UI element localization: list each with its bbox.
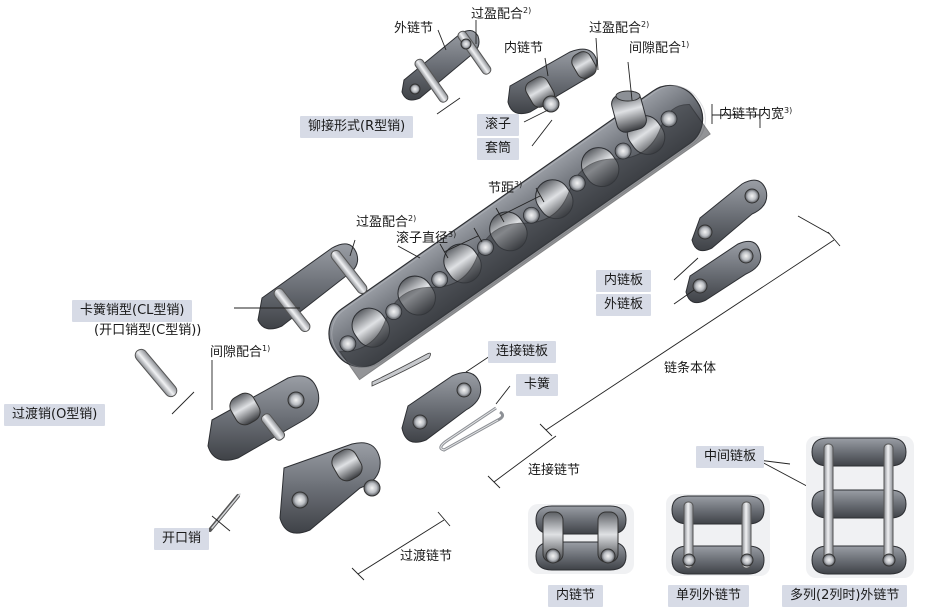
label-clearance-fit-top: 间隙配合1): [629, 40, 690, 57]
offset-link-lower: [279, 442, 381, 534]
label-offset-link: 过渡链节: [400, 549, 453, 564]
separate-plates: [685, 179, 768, 304]
sample-multi-outer-link: [806, 436, 914, 578]
label-interference-fit-top: 过盈配合2): [471, 6, 532, 23]
label-outer-plate: 外链板: [596, 294, 652, 316]
chain-body: [328, 84, 711, 387]
label-connecting-plate: 连接链板: [488, 341, 557, 363]
offset-link-part: [207, 375, 320, 461]
label-inner-plate: 内链板: [596, 270, 652, 292]
label-bushing: 套筒: [477, 138, 520, 160]
outer-link-rivet: [401, 30, 492, 103]
label-roller: 滚子: [477, 114, 520, 136]
spring-clip-part: [439, 406, 505, 452]
label-single-outer-link: 单列外链节: [668, 585, 750, 607]
label-clearance-fit-left: 间隙配合1): [210, 344, 271, 361]
dimension-lines: [351, 104, 841, 581]
cotter-pin: [208, 493, 241, 532]
label-cotter-pin: 开口销: [154, 528, 210, 550]
offset-pin: [134, 348, 178, 398]
inner-link-part: [507, 48, 598, 115]
label-inner-link: 内链节: [504, 41, 544, 56]
label-outer-link: 外链节: [394, 21, 434, 36]
label-pitch: 节距3): [488, 180, 523, 197]
label-offset-pin: 过渡销(O型销): [4, 404, 106, 426]
roller-bushing-part: [611, 90, 647, 133]
label-spring-pin: 卡簧销型(CL型销): [72, 300, 193, 322]
leader-lines: [171, 20, 819, 532]
label-connecting-link: 连接链节: [528, 463, 581, 478]
label-cotter-pin-type: (开口销型(C型销)): [94, 323, 202, 338]
label-chain-body: 链条本体: [664, 361, 717, 376]
label-middle-plate: 中间链板: [696, 446, 765, 468]
label-inner-width: 内链节内宽3): [719, 106, 793, 123]
label-multi-outer-link: 多列(2列时)外链节: [782, 585, 908, 607]
label-interference-fit-inner: 过盈配合2): [589, 20, 650, 37]
label-riveted-pin: 铆接形式(R型销): [300, 116, 414, 138]
sample-inner-link: [528, 504, 634, 574]
connecting-plate-part: [401, 371, 482, 443]
label-spring-clip: 卡簧: [516, 374, 559, 396]
label-interference-fit-left: 过盈配合2): [356, 214, 417, 231]
label-inner-link-sample: 内链节: [548, 585, 604, 607]
label-roller-diameter: 滚子直径3): [396, 230, 457, 247]
sample-single-outer-link: [666, 494, 770, 576]
